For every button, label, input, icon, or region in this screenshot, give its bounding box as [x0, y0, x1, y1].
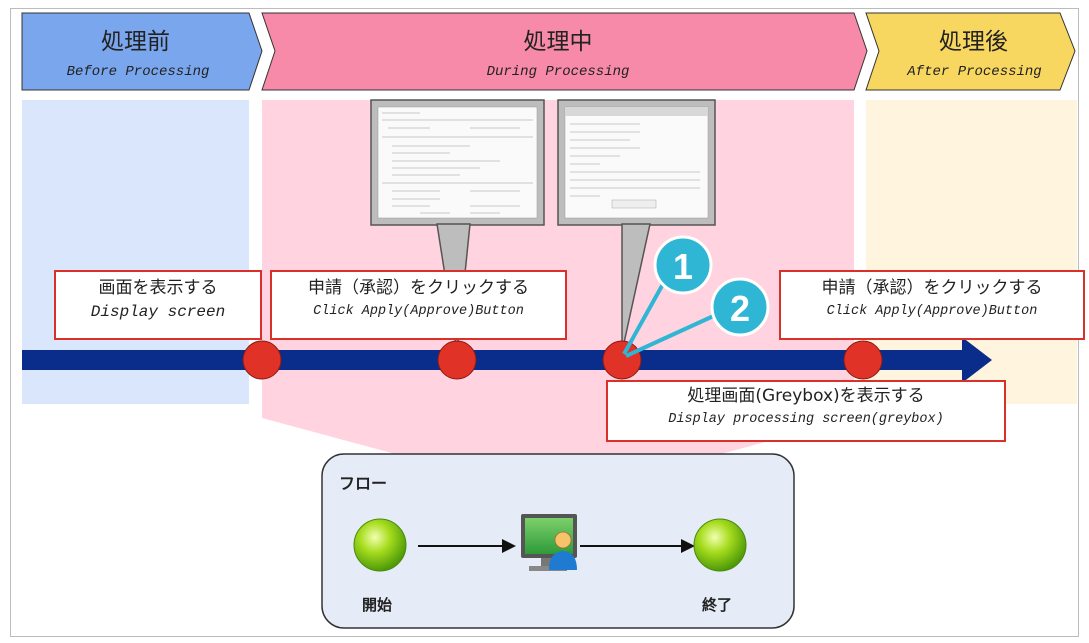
- timeline-bar: [22, 350, 972, 370]
- step-apply-en: Click Apply(Approve)Button: [313, 304, 524, 319]
- milestone-display: [242, 340, 282, 380]
- step-apply-jp: 申請（承認）をクリックする: [308, 278, 529, 298]
- after-phase-title: 処理後: [939, 29, 1008, 55]
- flow-arrow-2-head: [681, 539, 695, 553]
- before-phase-title: 処理前: [101, 29, 170, 55]
- milestone-apply: [437, 340, 477, 380]
- badge-2-connector: [625, 311, 721, 358]
- flow-title: フロー: [339, 474, 388, 493]
- step-after-apply-jp: 申請（承認）をクリックする: [821, 278, 1043, 298]
- step-greybox-jp: 処理画面(Greybox)を表示する: [687, 386, 925, 406]
- flow-arrow-1-head: [502, 539, 516, 553]
- before-phase-subtitle: Before Processing: [66, 64, 210, 80]
- svg-text:1: 1: [673, 246, 693, 287]
- during-header-shape: [261, 12, 868, 91]
- milestone-greybox: [602, 340, 642, 380]
- timeline-arrowhead: [962, 337, 992, 383]
- flow-start-label: 開始: [362, 596, 393, 614]
- step-after-apply-label: 申請（承認）をクリックする Click Apply(Approve)Button: [779, 270, 1085, 340]
- badge-2: 2: [710, 277, 770, 337]
- svg-text:2: 2: [730, 288, 750, 329]
- step-display-jp: 画面を表示する: [98, 278, 218, 298]
- after-header-shape: [865, 12, 1076, 91]
- during-phase-title: 処理中: [523, 29, 593, 55]
- step-greybox-label: 処理画面(Greybox)を表示する Display processing sc…: [606, 380, 1006, 442]
- apply-screen-thumbnail: [370, 99, 545, 353]
- flow-end-node: [693, 518, 747, 572]
- milestone-after: [843, 340, 883, 380]
- step-after-apply-en: Click Apply(Approve)Button: [826, 304, 1038, 319]
- step-apply-label: 申請（承認）をクリックする Click Apply(Approve)Button: [270, 270, 567, 340]
- after-phase-subtitle: After Processing: [907, 64, 1042, 80]
- during-phase-subtitle: During Processing: [486, 64, 630, 80]
- badge-1: 1: [653, 235, 713, 295]
- flow-start-node: [353, 518, 407, 572]
- flow-operator-icon: [521, 514, 577, 571]
- greybox-screen-thumbnail: [557, 99, 716, 353]
- before-header-shape: [21, 12, 263, 91]
- step-display-en: Display screen: [90, 303, 226, 321]
- badge-1-connector: [622, 274, 670, 355]
- flow-end-label: 終了: [702, 596, 733, 614]
- step-greybox-en: Display processing screen(greybox): [668, 412, 944, 427]
- step-display-label: 画面を表示する Display screen: [54, 270, 262, 340]
